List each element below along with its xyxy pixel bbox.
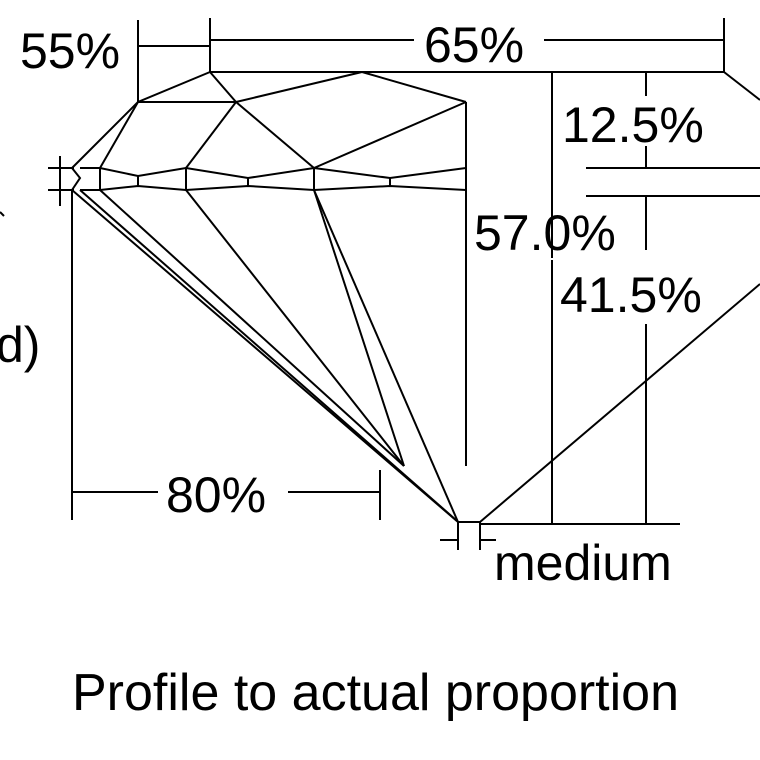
- star-facet-3: [361, 71, 467, 103]
- label-culet: medium: [494, 535, 672, 591]
- diamond-outline: [71, 71, 760, 523]
- crown-facets: [99, 71, 467, 466]
- label-left-fragment: d): [0, 317, 40, 373]
- left-edge-fragment: [0, 211, 5, 217]
- kite-facet-edge-2: [313, 101, 467, 169]
- dimension-labels: 55% 65% 12.5% 57.0% 41.5% 80% medium d): [0, 17, 704, 591]
- label-pavilion-depth: 41.5%: [560, 267, 702, 323]
- kite-facet-edge-3: [185, 101, 237, 169]
- kite-facet-edge-1: [235, 101, 315, 169]
- label-55: 55%: [20, 23, 120, 79]
- girdle-band: [80, 166, 467, 192]
- upper-girdle-facet: [99, 101, 139, 169]
- girdle-upper-line: [80, 166, 467, 180]
- girdle-tip: [71, 167, 82, 191]
- label-65: 65%: [424, 17, 524, 73]
- pavilion-facets: [79, 189, 459, 523]
- star-facet-2: [235, 71, 363, 103]
- dimension-lines: [0, 18, 760, 550]
- crown-left-edge: [71, 71, 211, 169]
- label-crown-height: 12.5%: [562, 97, 704, 153]
- pavilion-facet-edge: [313, 189, 459, 523]
- label-lower-half: 80%: [166, 467, 266, 523]
- girdle-lower-line: [80, 184, 467, 192]
- pavilion-facet-edge: [99, 189, 405, 467]
- pavilion-facet-edge: [185, 189, 405, 467]
- pavilion-left-edge: [71, 189, 459, 523]
- label-total-depth: 57.0%: [474, 205, 616, 261]
- pavilion-right-edge: [479, 283, 760, 523]
- pavilion-facet-edge: [79, 189, 457, 521]
- caption: Profile to actual proportion: [72, 664, 679, 722]
- star-facet-1: [138, 71, 239, 103]
- pavilion-facet-edge: [313, 189, 405, 467]
- crown-right-edge: [723, 71, 760, 101]
